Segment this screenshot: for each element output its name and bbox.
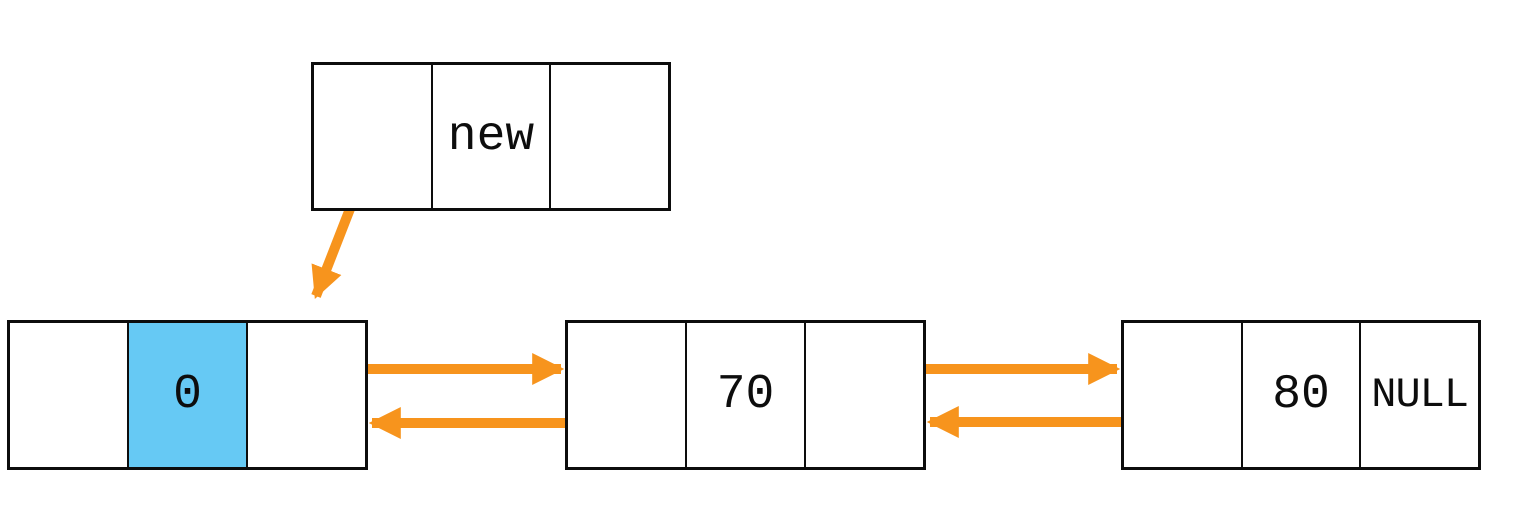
new-node-data-cell: new (430, 65, 550, 208)
new-node-prev-cell (314, 65, 431, 208)
node2-data-cell: 70 (685, 323, 804, 467)
list-node-2: 70 (565, 320, 926, 470)
node1-next-cell (246, 323, 365, 467)
node2-next-cell (804, 323, 923, 467)
node1-data-cell: 0 (127, 323, 246, 467)
node3-data-cell: 80 (1240, 323, 1360, 467)
node3-prev-cell (1124, 323, 1241, 467)
list-node-3: 80 NULL (1121, 320, 1481, 470)
new-node-next-cell (549, 65, 668, 208)
node1-prev-cell (10, 323, 127, 467)
list-node-1: 0 (7, 320, 368, 470)
node3-next-cell: NULL (1359, 323, 1478, 467)
node2-prev-cell (568, 323, 685, 467)
new-node: new (311, 62, 671, 211)
